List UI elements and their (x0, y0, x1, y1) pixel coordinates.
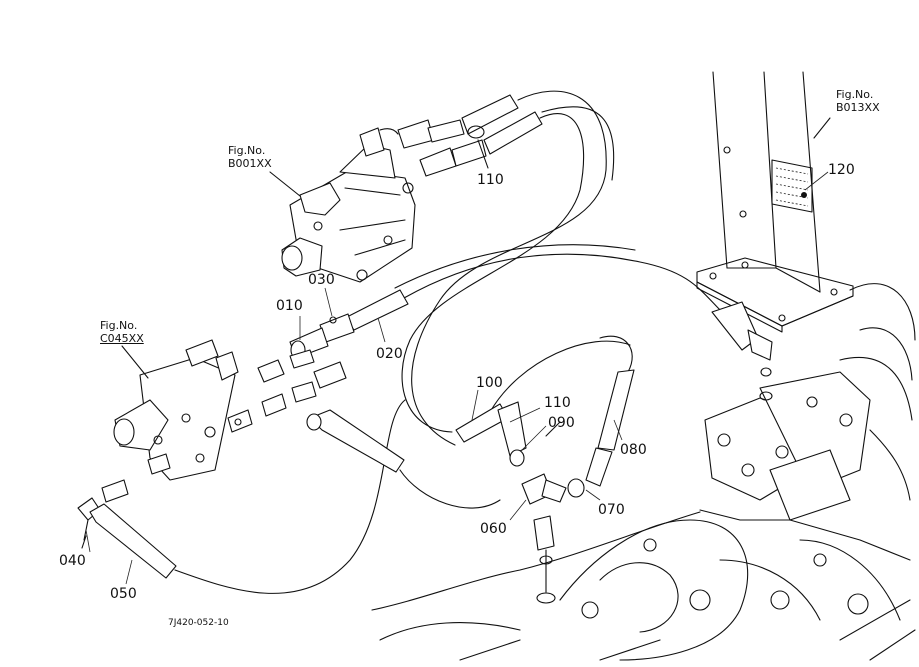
support-column (696, 71, 854, 333)
tee-assembly (455, 369, 635, 604)
fig-ref-b001xx-line1: Fig.No. (228, 144, 266, 157)
hose-050 (77, 497, 177, 579)
callout-110-lower: 110 (544, 395, 571, 411)
callout-090: 090 (548, 415, 575, 431)
callout-110-upper: 110 (477, 172, 504, 188)
callout-060: 060 (480, 521, 507, 537)
hose-loops (174, 90, 723, 594)
callout-120: 120 (828, 162, 855, 178)
fig-ref-c045xx: Fig.No. C045XX (100, 319, 144, 345)
fig-ref-c045xx-line2: C045XX (100, 332, 144, 345)
fig-ref-b013xx: Fig.No. B013XX (836, 88, 880, 114)
transmission-housing (371, 509, 916, 661)
upper-hose-fittings (397, 94, 543, 177)
callout-010: 010 (276, 298, 303, 314)
callout-050: 050 (110, 586, 137, 602)
callout-040: 040 (59, 553, 86, 569)
leader-lines (85, 171, 829, 585)
fig-ref-b013xx-line1: Fig.No. (836, 88, 874, 101)
hose-020 (289, 289, 409, 360)
drawing-code: 7J420-052-10 (168, 618, 229, 628)
control-valve (269, 127, 416, 283)
fig-ref-b001xx: Fig.No. B001XX (228, 144, 272, 170)
stop-valve-block (101, 339, 347, 503)
callout-070: 070 (598, 502, 625, 518)
callout-020: 020 (376, 346, 403, 362)
fig-ref-c045xx-line1: Fig.No. (100, 319, 138, 332)
callout-080: 080 (620, 442, 647, 458)
fig-ref-b001xx-line2: B001XX (228, 157, 272, 170)
callout-100: 100 (476, 375, 503, 391)
callout-030: 030 (308, 272, 335, 288)
hydraulic-pump (704, 283, 916, 521)
fig-ref-b013xx-line2: B013XX (836, 101, 880, 114)
middle-hose (306, 409, 405, 473)
